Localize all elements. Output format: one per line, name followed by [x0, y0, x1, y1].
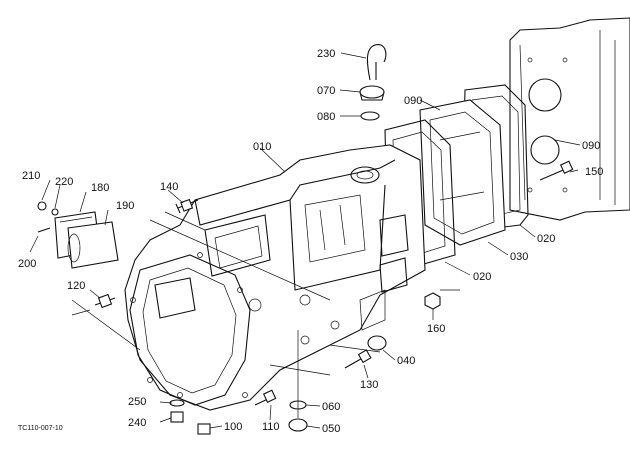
label-070: 070 [317, 85, 335, 97]
label-100: 100 [224, 421, 242, 433]
bolt-240-250 [169, 399, 185, 423]
o-ring-080 [360, 111, 380, 121]
diagram-code: TC110-007-10 [18, 425, 63, 432]
label-250: 250 [128, 396, 146, 408]
bolt-110 [254, 389, 277, 406]
engine-block [509, 17, 630, 221]
label-040: 040 [397, 355, 415, 367]
plug-040 [367, 335, 387, 351]
nut-160 [424, 292, 441, 310]
label-020-middle: 020 [473, 271, 491, 283]
label-090-right: 090 [582, 140, 600, 152]
label-230: 230 [317, 48, 335, 60]
label-150: 150 [585, 166, 603, 178]
bolt-140 [175, 198, 199, 214]
label-120: 120 [67, 280, 85, 292]
bolt-130 [344, 349, 372, 369]
bolt-120 [94, 293, 116, 309]
label-080: 080 [317, 111, 335, 123]
filler-plug-070 [359, 85, 385, 101]
side-cover-190 [67, 221, 119, 269]
dipstick-230 [366, 44, 387, 81]
bolt-150 [539, 160, 574, 181]
label-240: 240 [128, 417, 146, 429]
label-130: 130 [360, 379, 378, 391]
label-190: 190 [116, 200, 134, 212]
drain-plug-050-060 [288, 330, 308, 432]
label-090-left: 090 [404, 95, 422, 107]
bolts-200-210-220 [37, 201, 59, 233]
label-160: 160 [427, 323, 445, 335]
label-020-right: 020 [537, 233, 555, 245]
label-180: 180 [91, 182, 109, 194]
label-010: 010 [253, 141, 271, 153]
transmission-case-010 [124, 144, 426, 411]
leader-lines [29, 52, 581, 429]
label-200: 200 [18, 258, 36, 270]
label-050: 050 [322, 423, 340, 435]
label-210: 210 [22, 170, 40, 182]
label-060: 060 [322, 401, 340, 413]
label-220: 220 [55, 176, 73, 188]
label-110: 110 [262, 421, 280, 433]
plug-100 [197, 423, 211, 435]
label-030: 030 [510, 251, 528, 263]
cover-plate-030 [419, 99, 506, 246]
label-140: 140 [160, 181, 178, 193]
